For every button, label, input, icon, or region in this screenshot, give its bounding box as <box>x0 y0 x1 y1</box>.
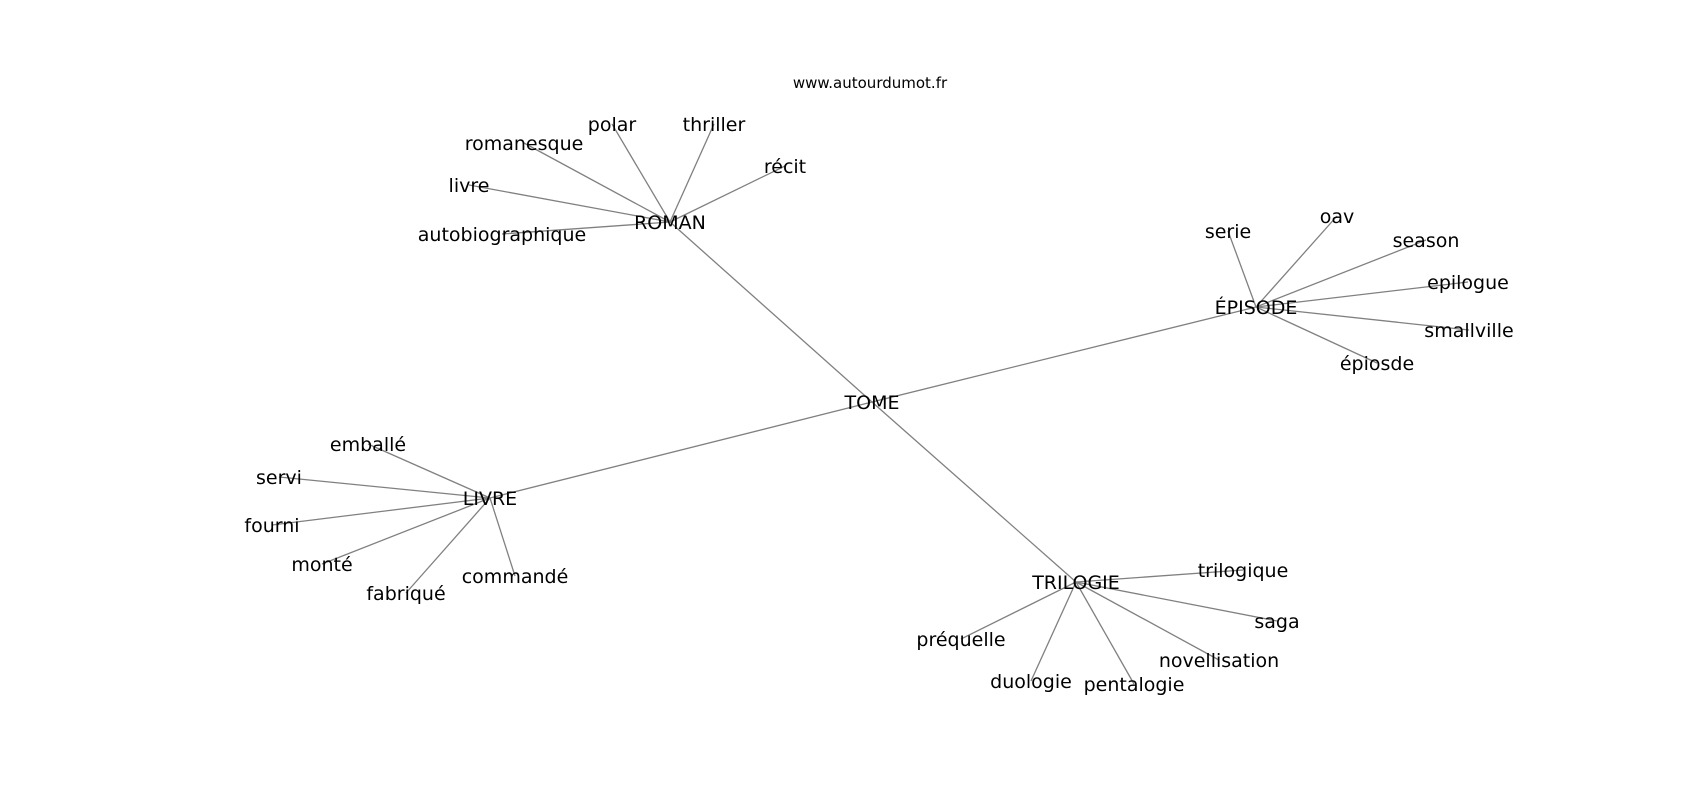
edge-livre-emballe <box>367 443 491 499</box>
node-hub-episode[interactable]: ÉPISODE <box>1215 296 1298 319</box>
edge-livre-fabrique <box>405 497 491 594</box>
node-leaf-emballe[interactable]: emballé <box>330 434 406 456</box>
node-leaf-commande[interactable]: commandé <box>462 566 569 588</box>
node-leaf-epilogue[interactable]: epilogue <box>1427 272 1509 294</box>
edge-livre-fourni <box>271 497 491 526</box>
edge-roman-autobiographique <box>501 221 671 235</box>
node-leaf-monte[interactable]: monté <box>291 554 352 576</box>
node-leaf-autobiographique[interactable]: autobiographique <box>418 224 586 246</box>
edge-roman-polar <box>611 123 671 223</box>
edge-trilogie-pentalogie <box>1075 581 1135 685</box>
node-leaf-thriller[interactable]: thriller <box>683 114 746 136</box>
node-leaf-recit[interactable]: récit <box>764 156 806 178</box>
edge-trilogie-novellisation <box>1075 581 1220 661</box>
edge-trilogie-saga <box>1075 581 1278 622</box>
edge-roman-recit <box>669 165 786 223</box>
node-leaf-season[interactable]: season <box>1393 230 1460 252</box>
node-hub-trilogie[interactable]: TRILOGIE <box>1031 572 1120 594</box>
edge-episode-smallville <box>1255 306 1470 331</box>
node-center-tome[interactable]: TOME <box>844 392 900 414</box>
node-leaf-livre[interactable]: livre <box>449 175 490 197</box>
node-leaf-trilogique[interactable]: trilogique <box>1198 560 1289 582</box>
node-leaf-polar[interactable]: polar <box>588 114 637 136</box>
edge-roman-romanesque <box>523 142 671 223</box>
node-leaf-saga[interactable]: saga <box>1254 611 1299 633</box>
edge-livre-commande <box>489 497 516 577</box>
node-leaf-fabrique[interactable]: fabriqué <box>366 583 445 605</box>
edge-episode-oav <box>1255 215 1338 308</box>
node-leaf-prequelle[interactable]: préquelle <box>916 629 1005 651</box>
node-leaf-servi[interactable]: servi <box>256 467 302 489</box>
node-hub-livre[interactable]: LIVRE <box>463 488 517 510</box>
node-leaf-oav[interactable]: oav <box>1320 206 1355 228</box>
edge-trilogie-trilogique <box>1075 569 1244 583</box>
edge-layer <box>271 123 1470 685</box>
label-layer: TOME ROMAN polar thriller romanesque récit liv… <box>244 114 1513 696</box>
node-leaf-novellisation[interactable]: novellisation <box>1159 650 1279 672</box>
edge-episode-epilogue <box>1255 281 1469 308</box>
edge-tome-livre <box>489 401 873 499</box>
edge-livre-monte <box>321 497 491 565</box>
edge-tome-episode <box>871 306 1257 403</box>
watermark-text: www.autourdumot.fr <box>793 74 948 92</box>
node-leaf-serie[interactable]: serie <box>1205 221 1251 243</box>
edge-livre-servi <box>278 476 491 499</box>
edge-episode-season <box>1255 239 1427 308</box>
edge-tome-trilogie <box>871 401 1077 583</box>
node-hub-roman[interactable]: ROMAN <box>634 212 706 234</box>
node-leaf-pentalogie[interactable]: pentalogie <box>1084 674 1185 696</box>
node-leaf-epiosde[interactable]: épiosde <box>1340 353 1414 375</box>
node-leaf-smallville[interactable]: smallville <box>1424 320 1513 342</box>
edge-trilogie-duologie <box>1030 581 1077 682</box>
edge-roman-livre <box>468 184 671 223</box>
edge-tome-roman <box>669 221 873 403</box>
edge-episode-serie <box>1227 230 1257 308</box>
node-leaf-duologie[interactable]: duologie <box>990 671 1072 693</box>
node-leaf-romanesque[interactable]: romanesque <box>465 133 584 155</box>
node-leaf-fourni[interactable]: fourni <box>244 515 299 537</box>
edge-episode-epiosde <box>1255 306 1378 364</box>
edge-roman-thriller <box>669 123 715 223</box>
edge-trilogie-prequelle <box>960 581 1077 640</box>
